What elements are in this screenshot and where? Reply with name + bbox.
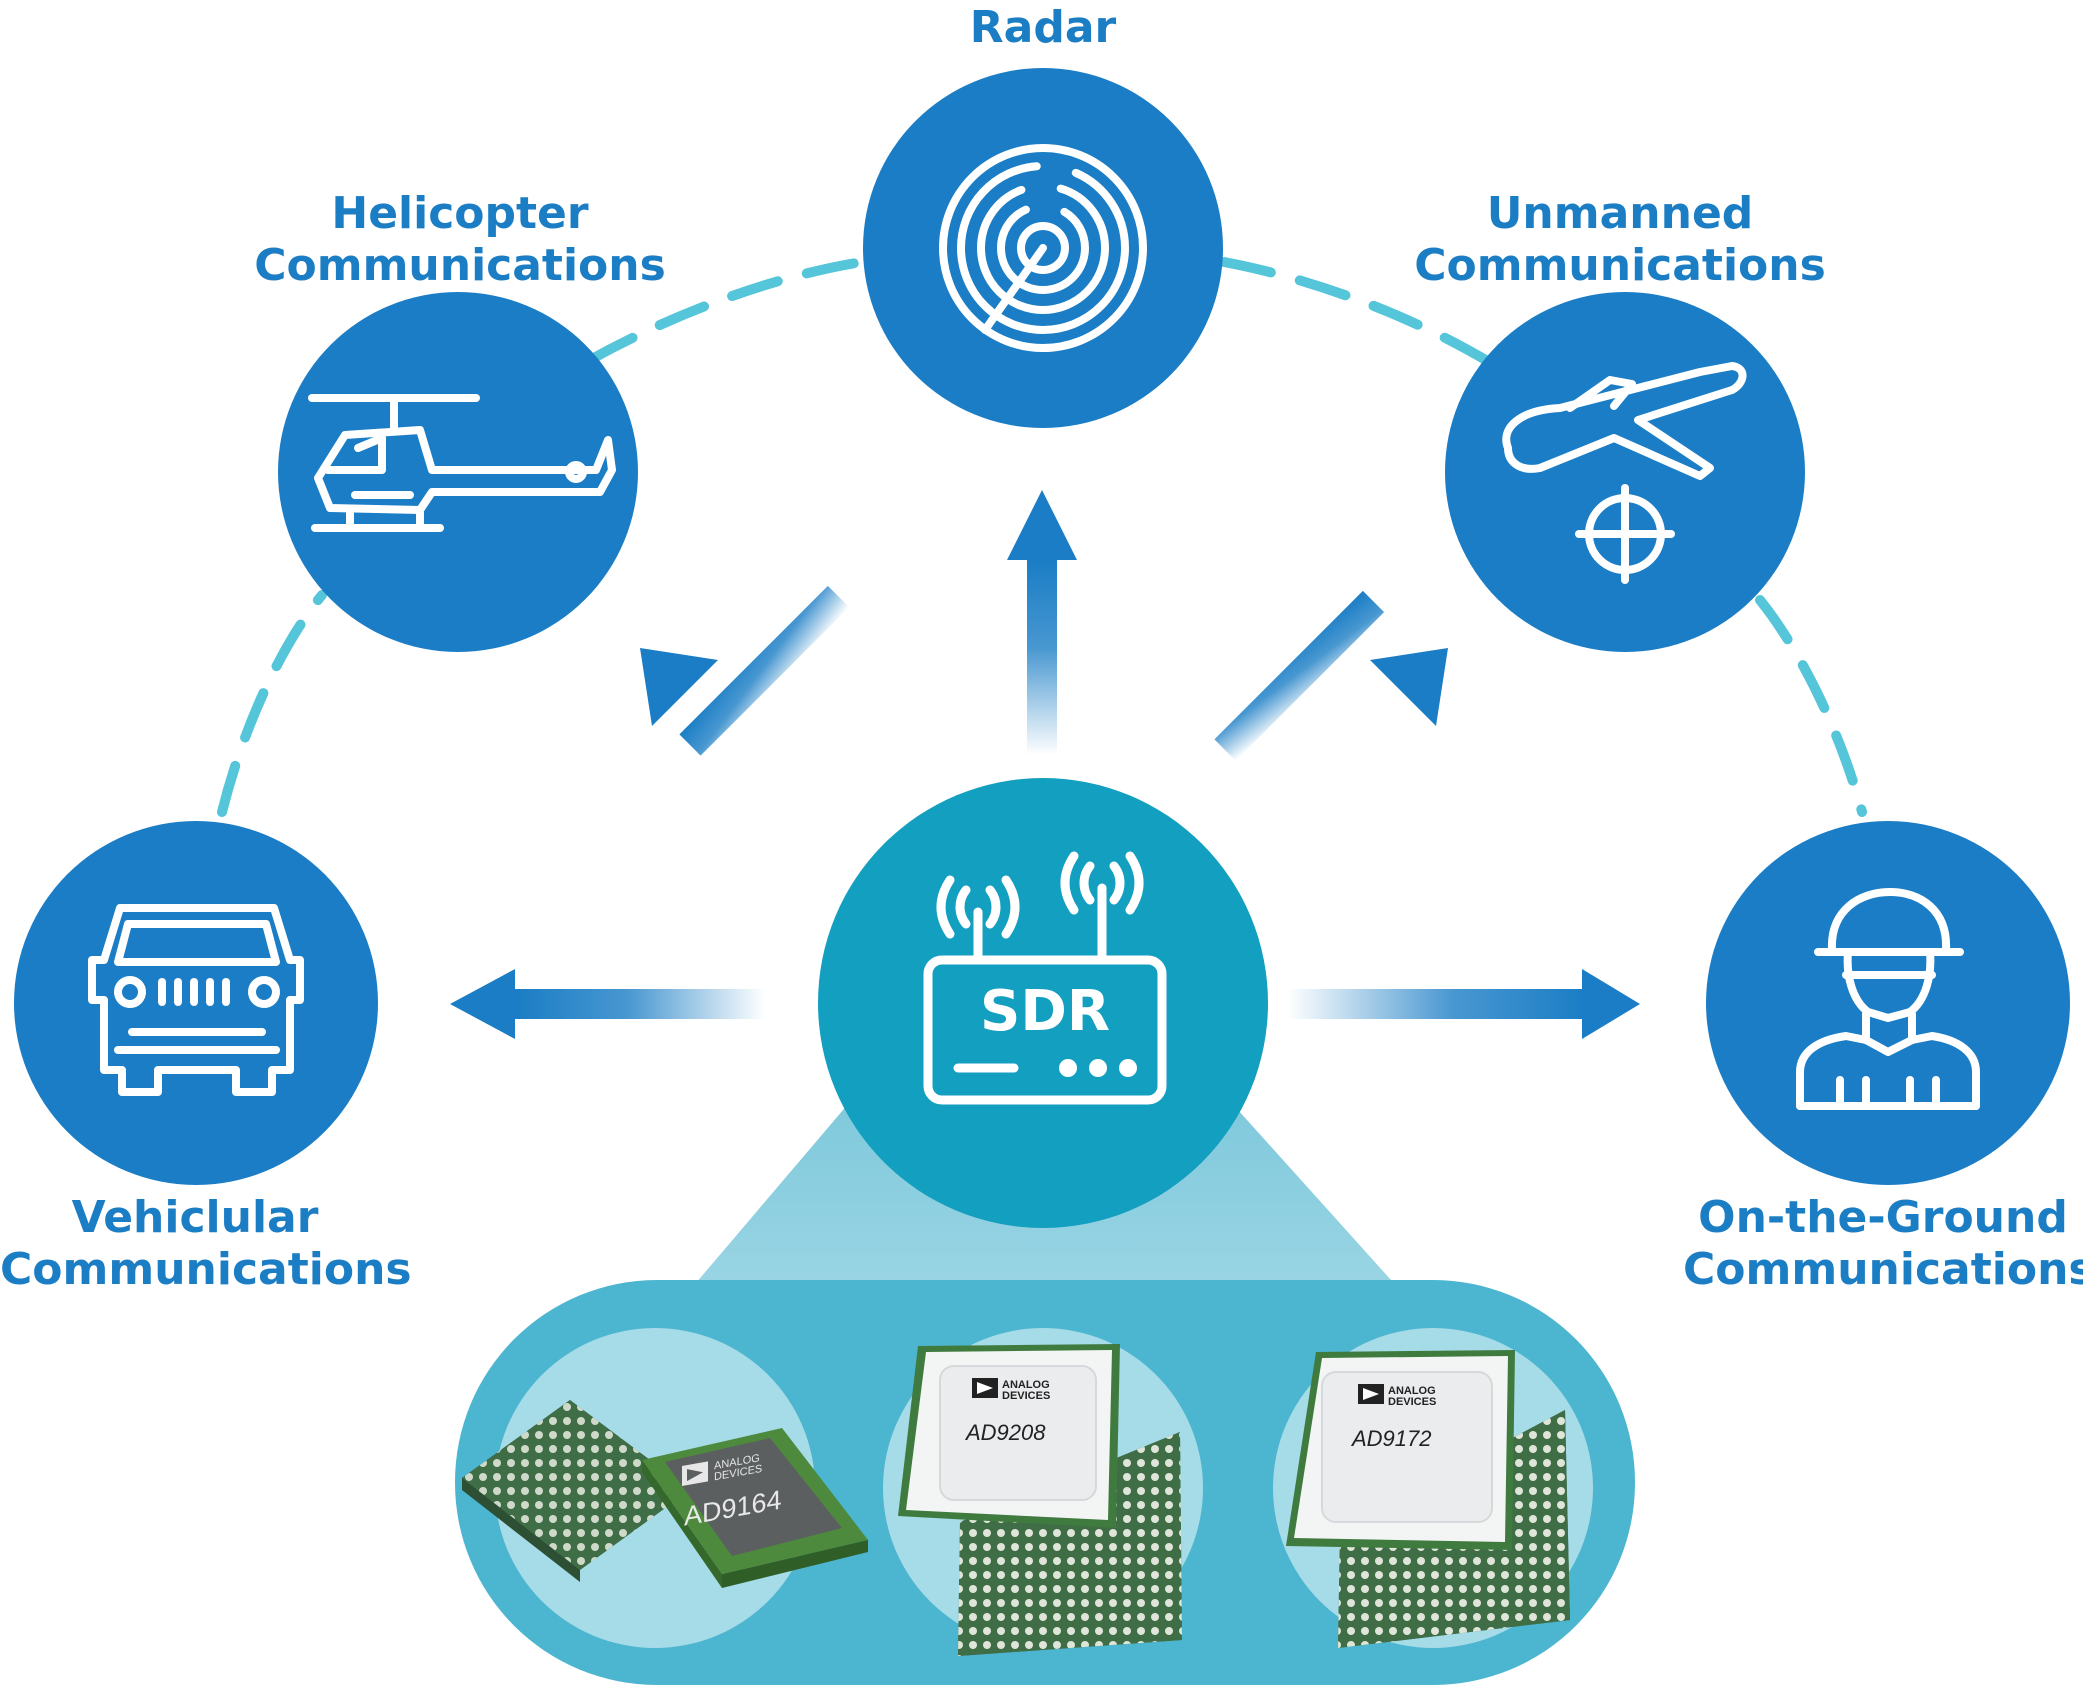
arrow-up-right <box>1214 590 1385 761</box>
connector-arcs <box>217 257 1867 817</box>
arrow-up-left <box>679 585 850 756</box>
radar-label: Radar <box>943 2 1143 54</box>
arrow-left <box>450 969 765 1039</box>
arrow-right <box>1288 969 1640 1039</box>
connector-top-right-arc <box>1219 257 1499 370</box>
chip-2-brand-line1: ANALOG <box>1002 1379 1050 1391</box>
vehicular-label: Vehiclular Communications <box>0 1192 412 1296</box>
ground-label-line1: On-the-Ground <box>1698 1192 2068 1243</box>
helicopter-label: Helicopter Communications <box>250 188 670 292</box>
arrow-up-right-head <box>1370 648 1448 726</box>
arrow-up <box>1007 490 1077 755</box>
ground-node <box>1706 821 2070 1185</box>
unmanned-label-line1: Unmanned <box>1486 188 1754 239</box>
vehicular-label-line1: Vehiclular <box>71 1192 319 1243</box>
chip-3-brand-line2: DEVICES <box>1388 1396 1436 1408</box>
drone-icon <box>1502 362 1747 584</box>
router-icon <box>923 851 1167 1105</box>
chip-group-3: ANALOG DEVICES AD9172 <box>1273 1328 1593 1648</box>
helicopter-icon <box>308 394 616 532</box>
unmanned-node <box>1445 292 1805 652</box>
chip-group-2: ANALOG DEVICES AD9208 <box>883 1328 1203 1656</box>
helicopter-label-line1: Helicopter <box>331 188 589 239</box>
soldier-icon <box>1796 888 1980 1110</box>
sdr-label: SDR <box>980 979 1110 1044</box>
radar-label-line1: Radar <box>969 2 1117 53</box>
arrow-up-left-head <box>640 648 718 726</box>
connector-right-arc <box>1755 595 1867 817</box>
chip-3-brand-line1: ANALOG <box>1388 1385 1436 1397</box>
ground-label: On-the-Ground Communications <box>1683 1192 2083 1296</box>
connector-top-left-arc <box>585 257 867 365</box>
unmanned-label: Unmanned Communications <box>1410 188 1830 292</box>
arrows <box>450 490 1640 1039</box>
chip-group-1: ANALOG DEVICES AD9164 <box>462 1328 868 1648</box>
vehicle-icon <box>88 904 304 1096</box>
chip-2-brand-line2: DEVICES <box>1002 1390 1050 1402</box>
unmanned-label-line2: Communications <box>1414 240 1826 291</box>
radar-icon <box>939 144 1147 352</box>
sdr-center-node <box>818 778 1268 1228</box>
ground-label-line2: Communications <box>1683 1244 2083 1295</box>
chip-3-part-number: AD9172 <box>1350 1426 1432 1451</box>
router-status-dots <box>1059 1059 1137 1077</box>
helicopter-label-line2: Communications <box>254 240 666 291</box>
vehicular-label-line2: Communications <box>0 1244 412 1295</box>
connector-left-arc <box>217 590 327 817</box>
chip-2-part-number: AD9208 <box>964 1420 1046 1445</box>
